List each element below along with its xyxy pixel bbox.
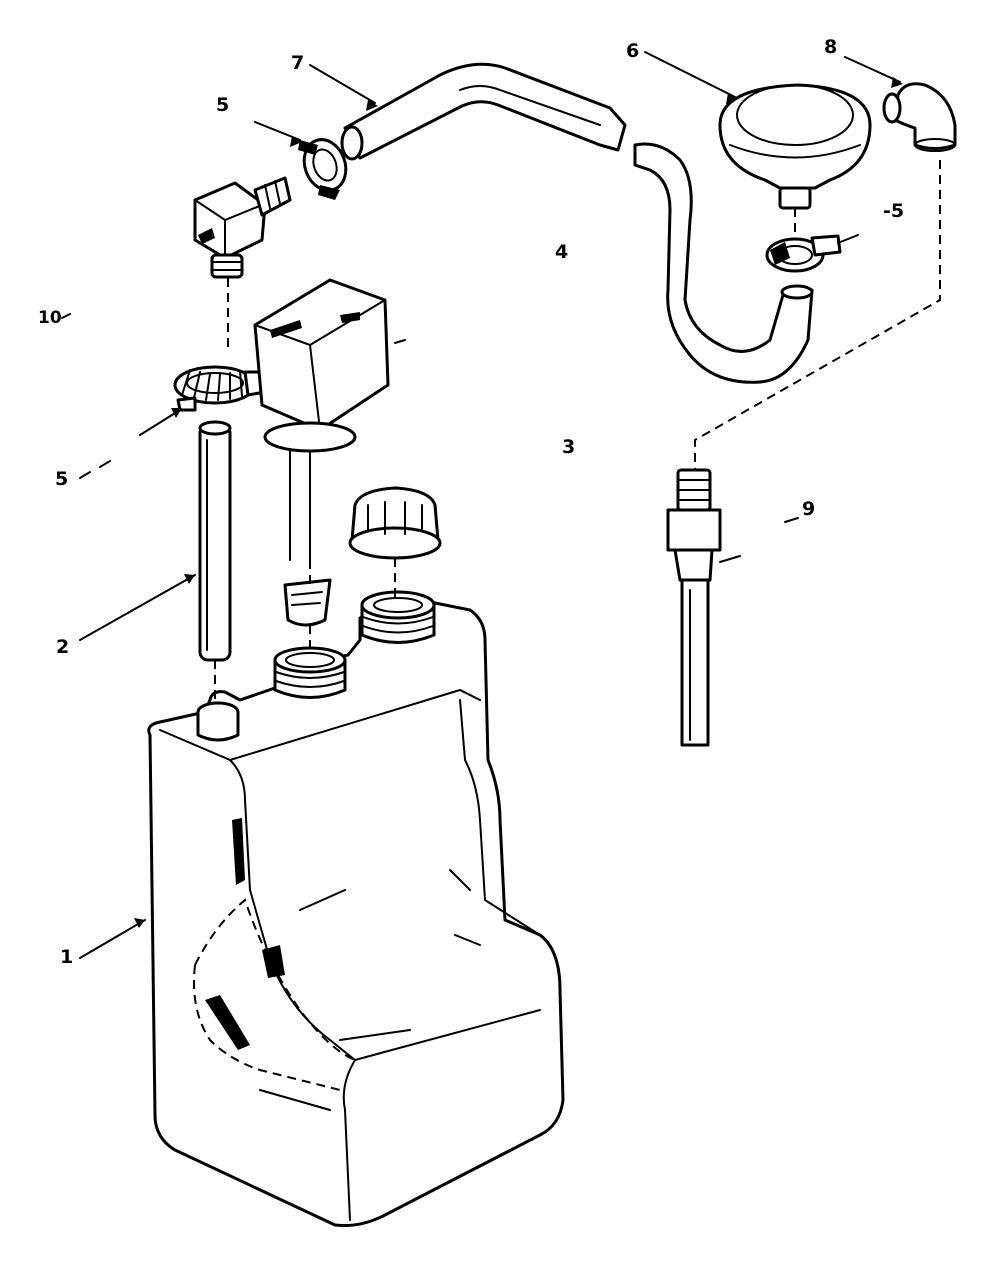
callout-1: 1 — [60, 946, 74, 968]
callout-2: 2 — [56, 636, 70, 658]
callout-5-right: -5 — [883, 200, 905, 222]
filler-cap-strainer — [253, 278, 406, 627]
callout-7: 7 — [291, 52, 305, 74]
reservoir-tank — [147, 590, 565, 1227]
elbow-fitting — [193, 176, 292, 279]
elbow-8 — [882, 82, 957, 152]
hose-4 — [633, 142, 814, 384]
vacuum-breaker — [718, 83, 872, 210]
callout-9: 9 — [802, 498, 816, 520]
hose-clamp-upper — [298, 138, 348, 200]
hose-2 — [198, 420, 232, 662]
callout-5-top: 5 — [216, 94, 230, 116]
callout-3: 3 — [562, 436, 576, 458]
callout-6: 6 — [626, 40, 640, 62]
callout-leaders — [61, 51, 903, 959]
hose-clamp-right — [765, 234, 859, 273]
callout-5-left: 5 — [55, 468, 69, 490]
fitting-9 — [666, 468, 741, 747]
hose-clamp-lower — [173, 365, 267, 412]
tank-cap — [348, 486, 442, 560]
hose-7 — [340, 62, 627, 161]
callout-10: 10 — [38, 308, 62, 328]
callout-4: 4 — [555, 241, 569, 263]
callout-8: 8 — [824, 36, 838, 58]
assembly-dashed-lines — [214, 160, 941, 700]
